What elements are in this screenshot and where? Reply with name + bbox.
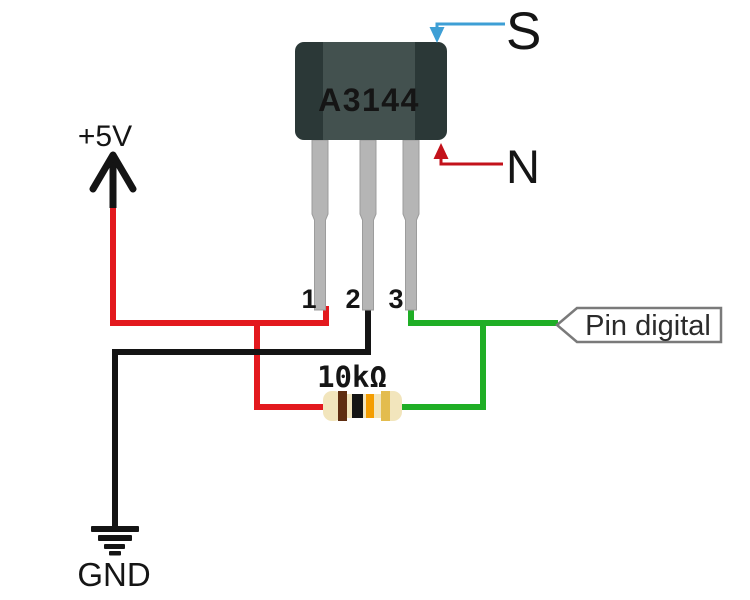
pin-number-3: 3 bbox=[388, 284, 403, 314]
south-pole-arrow-icon bbox=[429, 22, 505, 43]
chip-body-panel bbox=[323, 42, 415, 140]
chip: A3144 1 2 3 bbox=[295, 42, 447, 314]
supply-arrow-icon bbox=[89, 151, 137, 208]
ground: GND bbox=[77, 526, 151, 593]
resistor: 10kΩ bbox=[317, 360, 402, 421]
chip-label: A3144 bbox=[318, 82, 420, 118]
pin-number-2: 2 bbox=[345, 284, 360, 314]
resistor-band-black bbox=[352, 394, 363, 418]
pin-number-1: 1 bbox=[301, 284, 316, 314]
south-pole-callout: S bbox=[429, 2, 541, 61]
south-pole-label: S bbox=[506, 2, 541, 61]
north-pole-callout: N bbox=[433, 140, 540, 193]
supply: +5V bbox=[78, 120, 137, 208]
resistor-band-orange bbox=[366, 394, 374, 418]
output-flag-shape bbox=[555, 306, 723, 344]
north-pole-arrow-icon bbox=[433, 143, 503, 166]
output-flag: Pin digital bbox=[555, 306, 723, 344]
supply-label: +5V bbox=[78, 120, 132, 153]
resistor-value-label: 10kΩ bbox=[317, 360, 387, 394]
wire-black-ground bbox=[112, 306, 371, 528]
wire-green-resistor-branch bbox=[396, 323, 486, 410]
chip-pin-numbers: 1 2 3 bbox=[301, 284, 403, 314]
resistor-band-brown bbox=[338, 391, 347, 421]
north-pole-label: N bbox=[506, 140, 540, 193]
chip-leg-1 bbox=[311, 139, 329, 311]
resistor-body bbox=[323, 391, 402, 421]
output-flag-label: Pin digital bbox=[585, 310, 711, 342]
wiring bbox=[110, 204, 558, 528]
chip-leg-3 bbox=[402, 139, 420, 311]
wire-green-output bbox=[408, 306, 558, 326]
ground-label: GND bbox=[77, 556, 150, 593]
wire-red-supply bbox=[110, 204, 329, 326]
chip-legs bbox=[311, 139, 420, 311]
resistor-band-gold bbox=[381, 391, 390, 421]
ground-symbol-icon bbox=[91, 526, 139, 556]
chip-leg-2 bbox=[359, 139, 377, 311]
